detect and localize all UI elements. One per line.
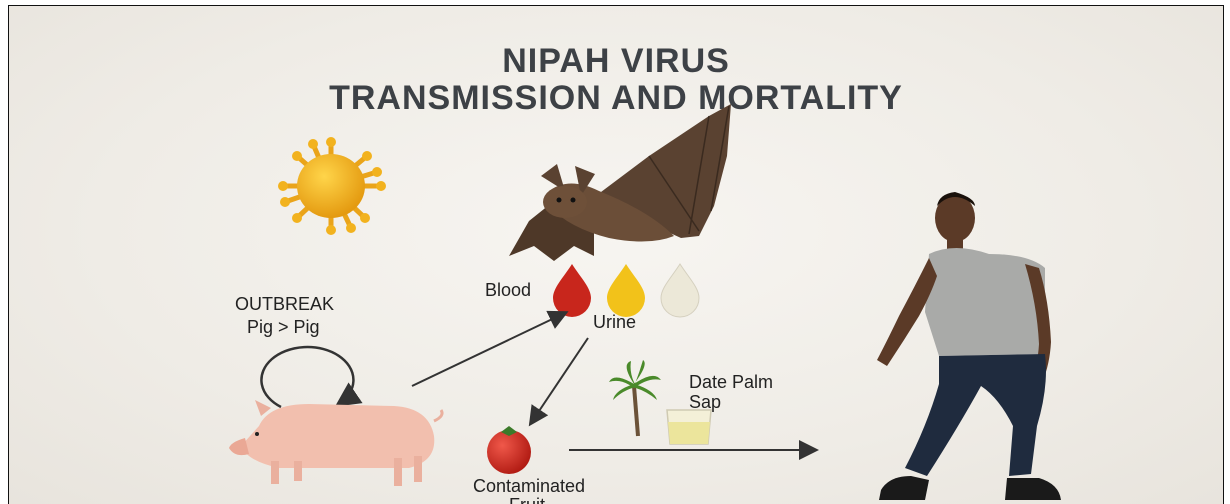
date-palm-sap-label: Sap [689, 392, 721, 413]
outbreak-sub-label: Pig > Pig [247, 317, 320, 338]
virus-icon [278, 137, 386, 235]
contaminated-label: Contaminated [473, 476, 585, 497]
urine-label: Urine [593, 312, 636, 333]
bat-icon [509, 104, 731, 261]
diagram-canvas [9, 6, 1223, 504]
sap-glass-icon [667, 410, 711, 444]
blood-drop-icon [553, 264, 591, 317]
cycle-arrow-icon [261, 347, 353, 407]
date-palm-label: Date Palm [689, 372, 773, 393]
blood-label: Blood [485, 280, 531, 301]
urine-drop-icon [607, 264, 645, 317]
tomato-icon [487, 426, 531, 474]
arrow-urine-to-fruit [531, 338, 588, 423]
person-walking-icon [877, 192, 1061, 500]
arrow-pig-to-bat [412, 313, 565, 386]
palm-tree-icon [609, 360, 661, 436]
clear-drop-icon [661, 264, 699, 317]
pig-icon [229, 400, 442, 486]
outbreak-label: OUTBREAK [235, 294, 334, 315]
diagram-frame: NIPAH VIRUS TRANSMISSION AND MORTALITY [8, 5, 1224, 504]
